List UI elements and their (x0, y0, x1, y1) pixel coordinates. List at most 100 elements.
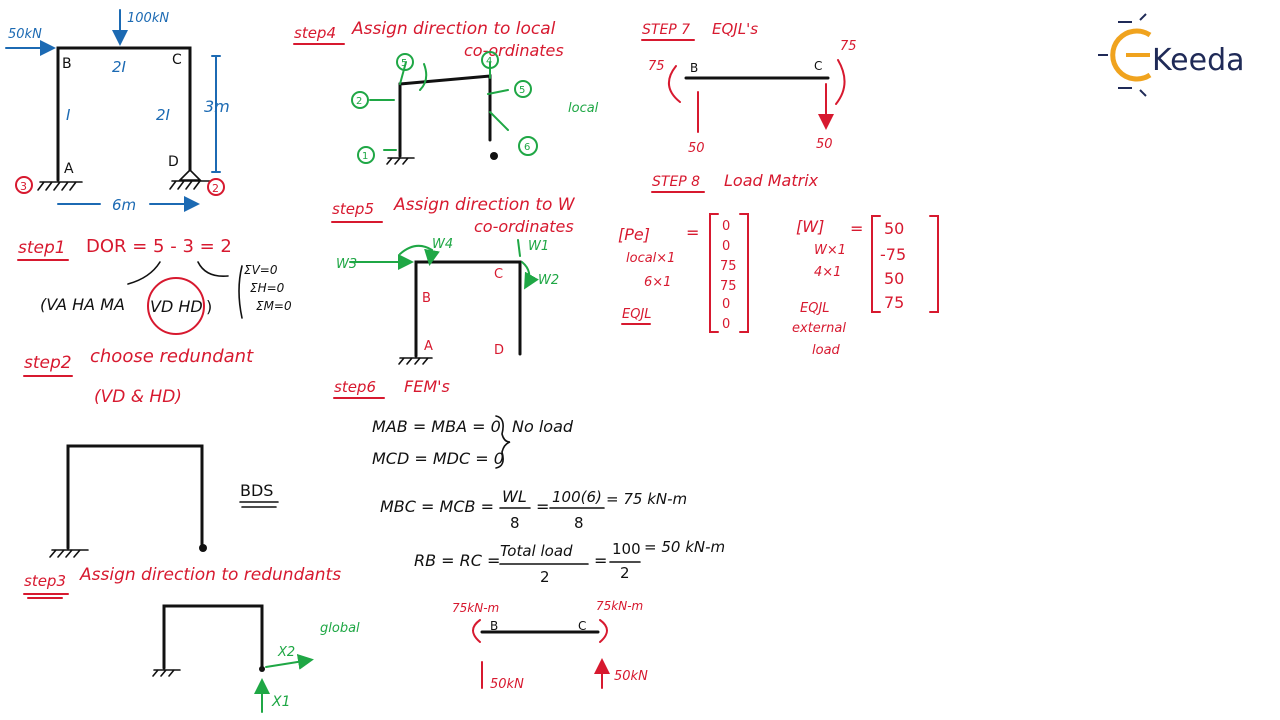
w-bracket-right (929, 215, 939, 313)
step7-C: C (814, 59, 822, 73)
pe-label: [Pe] (618, 225, 650, 244)
w-value: 75 (884, 293, 904, 312)
x2-label: X2 (277, 645, 295, 660)
step4-num-6: 6 (524, 142, 530, 153)
no-load-label: No load (512, 417, 574, 436)
fem-eq4-frac2-num: 100 (612, 540, 641, 558)
bds-frame (66, 444, 204, 550)
step6-text: FEM's (404, 377, 450, 396)
step5-frame (414, 260, 522, 358)
load-side-label: 50kN (8, 27, 42, 42)
span-label: 6m (112, 196, 136, 214)
step3-title: step3 (24, 572, 66, 590)
logo-text: Keeda (1152, 43, 1245, 78)
pe-value: 0 (722, 297, 730, 312)
step5-text2: co-ordinates (474, 217, 574, 236)
pe-bracket-right (739, 213, 749, 333)
pe-value: 75 (720, 259, 737, 274)
fem-eq4-frac1-den: 2 (540, 568, 550, 586)
pe-size2: 6×1 (644, 275, 671, 290)
step5-text1: Assign direction to W (393, 195, 576, 215)
height-label: 3m (204, 97, 230, 116)
bds-label: BDS (240, 481, 273, 500)
step4-num-5a: 5 (401, 58, 407, 69)
pe-vector: 0 0 75 75 0 0 (720, 219, 737, 332)
w1-label: W1 (528, 239, 549, 254)
w-value: 50 (884, 219, 904, 238)
local-label: local (568, 101, 599, 116)
w-bracket-left (871, 215, 881, 313)
step4-num-1: 1 (362, 151, 368, 162)
support-D-number-circle (207, 178, 225, 196)
left-col-inertia: I (66, 106, 71, 124)
step4-section: step4 Assign direction to local co-ordin… (293, 19, 599, 165)
support-A-number: 3 (20, 180, 27, 193)
fem-beam-C: C (578, 619, 586, 633)
support-A-number-circle (15, 176, 33, 194)
w-desc2: external (792, 321, 846, 336)
step4-text1: Assign direction to local (351, 19, 556, 39)
step5-D: D (494, 343, 504, 358)
step2-redundants: (VD & HD) (94, 387, 182, 407)
fem-m-left: 75kN-m (452, 601, 499, 615)
w2-arrow (521, 261, 539, 290)
fem-eq3-frac1-den: 8 (510, 514, 520, 532)
w-size2: 4×1 (814, 265, 841, 280)
step1-title: step1 (18, 238, 66, 258)
step8-title: STEP 8 (652, 174, 700, 190)
step4-num-5: 5 (519, 85, 525, 96)
step7-m-right: 75 (840, 39, 857, 54)
step2-section: step2 choose redundant (VD & HD) (23, 346, 254, 407)
pe-value: 0 (722, 219, 730, 234)
close-paren: ) (206, 297, 212, 316)
main-frame-diagram: 50kN 100kN B C A D 2I I 2I 3m 6m 3 2 (5, 9, 230, 214)
height-dimension (211, 55, 221, 173)
equilibrium-eq2: ΣH=0 (250, 281, 285, 295)
w-vector: 50 -75 50 75 (880, 219, 906, 312)
step4-num-2: 2 (356, 96, 362, 107)
w2-label: W2 (538, 273, 559, 288)
step4-num-4: 4 (486, 56, 492, 67)
fem-r-left: 50kN (490, 677, 524, 692)
step7-r-left: 50 (688, 141, 705, 156)
left-reactions: (VA HA MA (40, 295, 125, 314)
pe-bracket-left (709, 213, 719, 333)
fixed-support-A (37, 181, 83, 191)
w1-arrow (517, 239, 521, 257)
fem-eq4-result: = 50 kN-m (644, 538, 725, 556)
fem-r-right: 50kN (614, 669, 648, 684)
frame-member (56, 46, 192, 182)
support-D-number: 2 (212, 182, 219, 195)
ekeeda-logo[interactable]: Keeda (1098, 13, 1245, 97)
fem-eq4-eq: = (594, 551, 607, 570)
step1-section: step1 DOR = 5 - 3 = 2 (VA HA MA VD HD ) … (17, 236, 292, 335)
fem-eq3-result: = 75 kN-m (606, 490, 687, 508)
fem-eq3-lhs: MBC = MCB = (380, 497, 494, 516)
step6-title: step6 (334, 378, 376, 396)
step5-section: step5 Assign direction to W co-ordinates… (331, 195, 576, 365)
fem-m-right: 75kN-m (596, 599, 643, 613)
step5-C: C (494, 267, 503, 282)
global-label: global (320, 621, 360, 636)
redundant-circle (147, 277, 205, 335)
w-value: 50 (884, 269, 904, 288)
fem-eq1: MAB = MBA = 0 (372, 417, 501, 436)
x1-label: X1 (271, 694, 291, 710)
pe-value: 0 (722, 317, 730, 332)
w-eq: = (850, 219, 863, 238)
fem-eq3-frac1-num: WL (502, 487, 527, 506)
step3-frame (162, 604, 264, 670)
step3-text: Assign direction to redundants (79, 565, 341, 585)
step4-text2: co-ordinates (464, 41, 564, 60)
dor-equation: DOR = 5 - 3 = 2 (86, 236, 232, 257)
step7-r-right: 50 (816, 137, 833, 152)
step7-title: STEP 7 (642, 22, 690, 38)
pe-value: 75 (720, 279, 737, 294)
pe-value: 0 (722, 239, 730, 254)
ekeeda-logo-icon (1098, 13, 1152, 97)
fem-eq4-frac1-num: Total load (500, 542, 573, 560)
pe-desc: EQJL (622, 307, 652, 322)
step5-A: A (424, 339, 433, 354)
step4-title: step4 (294, 24, 336, 42)
